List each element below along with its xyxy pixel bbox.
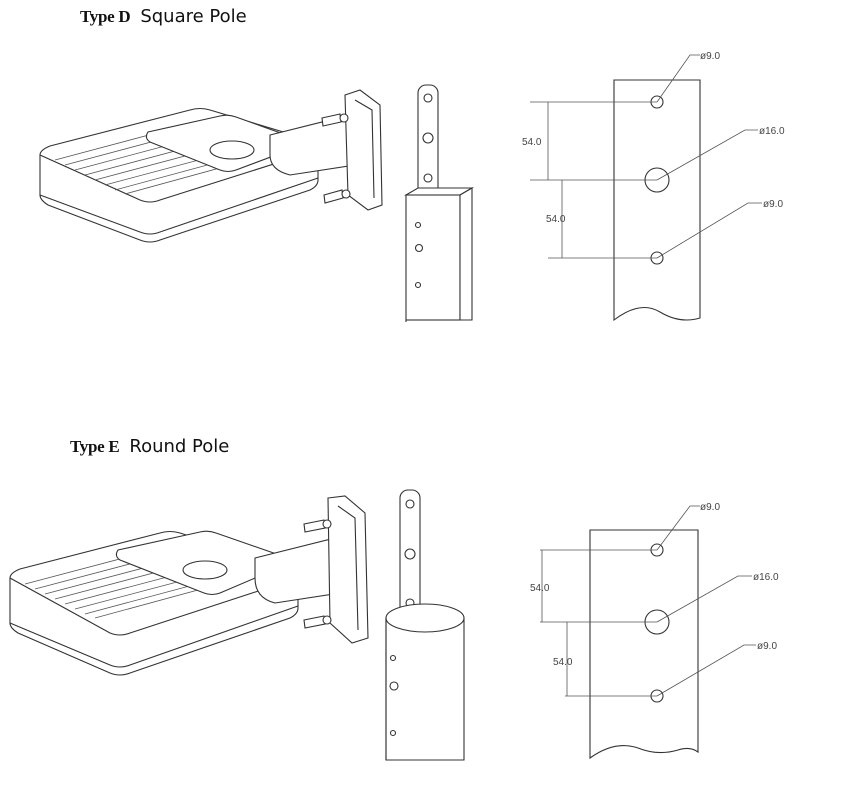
spacing-lower-label: 54.0 [553, 657, 573, 668]
type-d-title: Type D Square Pole [80, 6, 247, 27]
pole-name-label: Square Pole [140, 6, 247, 27]
adapter-plate [399, 489, 421, 621]
round-pole [385, 603, 465, 761]
type-e-title: Type E Round Pole [70, 436, 229, 457]
luminaire-fixture [9, 530, 299, 676]
square-pole [403, 187, 475, 322]
type-code-label: Type D [80, 7, 131, 26]
adapter-plate [417, 84, 439, 196]
hole-top-diameter: ø9.0 [700, 502, 720, 513]
hole-dimension-drawing [540, 505, 756, 760]
spacing-upper-label: 54.0 [530, 583, 550, 594]
type-e-section: Type E Round Pole [0, 428, 842, 786]
mounting-bracket [254, 495, 369, 644]
spacing-lower-label: 54.0 [546, 214, 566, 225]
luminaire-fixture [39, 107, 319, 243]
pole-name-label: Round Pole [129, 436, 230, 457]
mounting-bracket [269, 89, 383, 211]
type-code-label: Type E [70, 437, 120, 456]
round-pole-diagram: ø9.0 ø16.0 ø9.0 54.0 54.0 [9, 489, 779, 761]
hole-bot-diameter: ø9.0 [763, 199, 783, 210]
spacing-upper-label: 54.0 [522, 137, 542, 148]
hole-mid-diameter: ø16.0 [753, 572, 779, 583]
hole-mid-diameter: ø16.0 [759, 126, 785, 137]
type-d-section: Type D Square Pole [0, 0, 842, 390]
hole-bot-diameter: ø9.0 [757, 641, 777, 652]
hole-dimension-drawing [530, 54, 762, 322]
hole-top-diameter: ø9.0 [700, 51, 720, 62]
square-pole-diagram: ø9.0 ø16.0 ø9.0 54.0 54.0 [39, 51, 785, 322]
